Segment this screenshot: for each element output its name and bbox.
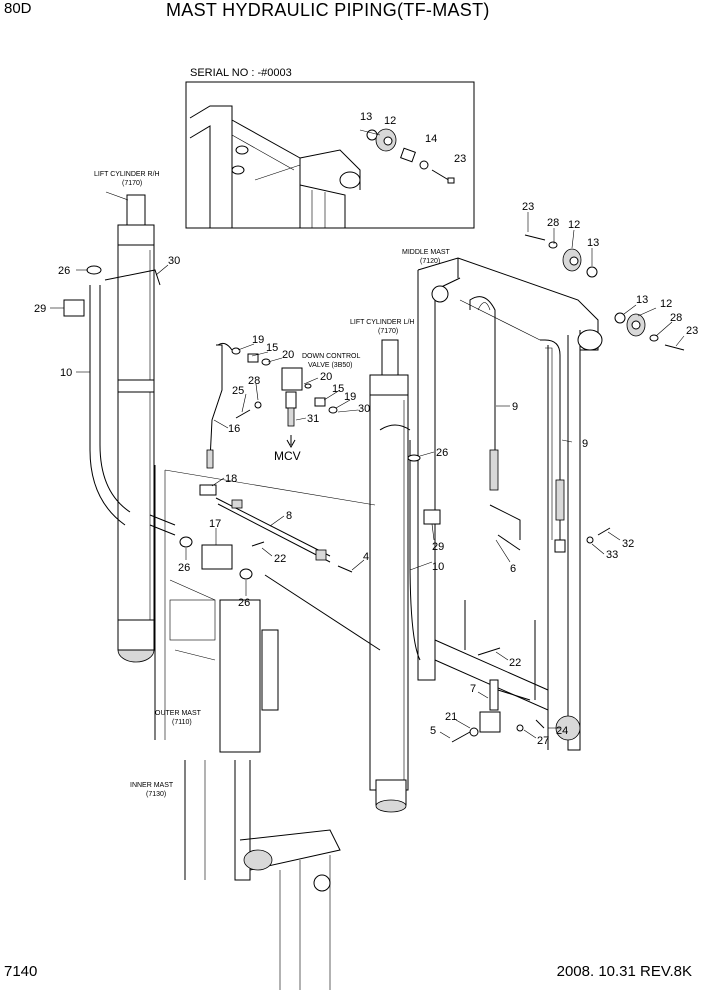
callout-21: 21: [445, 711, 457, 723]
inset-callout-13: 13: [360, 111, 372, 123]
callout-23-a: 23: [522, 201, 534, 213]
callout-29-a: 29: [34, 303, 46, 315]
callout-17: 17: [209, 518, 221, 530]
callout-28-a: 28: [547, 217, 559, 229]
callout-22-a: 22: [274, 553, 286, 565]
lift-cylinder-lh: [369, 339, 441, 813]
callout-30-a: 30: [168, 255, 180, 267]
callout-numbers: 23 28 12 13 13 12 28 23 30 26 29 10 19 1…: [34, 201, 698, 747]
lift-cylinder-rh-label: LIFT CYLINDER R/H: [94, 171, 160, 178]
pulley-parts-upper: [524, 234, 685, 351]
callout-26-b: 26: [436, 447, 448, 459]
lift-cylinder-rh-code: (7170): [122, 180, 142, 187]
down-control-valve-label-2: VALVE (3B50): [308, 362, 353, 369]
callout-12-b: 12: [660, 298, 672, 310]
callout-15-b: 15: [332, 383, 344, 395]
inner-mast: [184, 760, 341, 990]
callout-9-b: 9: [582, 438, 588, 450]
callout-19-a: 19: [252, 334, 264, 346]
inner-mast-label: INNER MAST: [130, 782, 174, 789]
callout-33: 33: [606, 549, 618, 561]
callout-23-b: 23: [686, 325, 698, 337]
callout-26-c: 26: [178, 562, 190, 574]
callout-22-b: 22: [509, 657, 521, 669]
callout-31: 31: [307, 413, 319, 425]
callout-13-b: 13: [636, 294, 648, 306]
model-code: 80D: [4, 0, 32, 17]
outer-mast-label: OUTER MAST: [155, 710, 202, 717]
callout-4: 4: [363, 551, 369, 563]
callout-28-c: 28: [248, 375, 260, 387]
outer-mast: [154, 465, 376, 753]
callout-16: 16: [228, 423, 240, 435]
callout-27: 27: [537, 735, 549, 747]
callout-29-b: 29: [432, 541, 444, 553]
callout-7: 7: [470, 683, 476, 695]
pipe-assembly-8: [149, 484, 381, 651]
inner-mast-code: (7130): [146, 791, 166, 798]
callout-26-d: 26: [238, 597, 250, 609]
callout-6: 6: [510, 563, 516, 575]
mcv-label: MCV: [274, 449, 301, 463]
callout-28-b: 28: [670, 312, 682, 324]
serial-inset: SERIAL NO : -#0003 13 12 14 23: [185, 67, 475, 229]
callout-24: 24: [556, 725, 568, 737]
outer-mast-code: (7110): [172, 719, 192, 726]
callout-20-a: 20: [282, 349, 294, 361]
callout-30-b: 30: [358, 403, 370, 415]
serial-label: SERIAL NO : -#0003: [190, 67, 292, 79]
callout-15-a: 15: [266, 342, 278, 354]
lift-cylinder-rh: [63, 194, 161, 663]
callout-13-a: 13: [587, 237, 599, 249]
lift-cylinder-lh-label: LIFT CYLINDER L/H: [350, 319, 414, 326]
middle-mast-code: (7120): [420, 258, 440, 265]
callout-9-a: 9: [512, 401, 518, 413]
callout-25: 25: [232, 385, 244, 397]
lift-cylinder-lh-code: (7170): [378, 328, 398, 335]
callout-5: 5: [430, 725, 436, 737]
lower-fittings: [451, 504, 611, 743]
inset-callout-23: 23: [454, 153, 466, 165]
callout-19-b: 19: [344, 391, 356, 403]
page-number: 7140: [4, 963, 38, 980]
inset-callout-14: 14: [425, 133, 437, 145]
revision-date: 2008. 10.31 REV.8K: [556, 963, 692, 980]
callout-18: 18: [225, 473, 237, 485]
callout-10-a: 10: [60, 367, 72, 379]
middle-mast-label: MIDDLE MAST: [402, 249, 451, 256]
middle-mast: [417, 257, 603, 751]
callout-10-b: 10: [432, 561, 444, 573]
leader-lines: [50, 191, 685, 739]
callout-12-a: 12: [568, 219, 580, 231]
inset-callout-12: 12: [384, 115, 396, 127]
page-title: MAST HYDRAULIC PIPING(TF-MAST): [166, 0, 490, 20]
down-control-valve-assembly: [206, 342, 338, 469]
down-control-valve-label: DOWN CONTROL: [302, 353, 360, 360]
callout-20-b: 20: [320, 371, 332, 383]
callout-8: 8: [286, 510, 292, 522]
callout-26-a: 26: [58, 265, 70, 277]
callout-32: 32: [622, 538, 634, 550]
